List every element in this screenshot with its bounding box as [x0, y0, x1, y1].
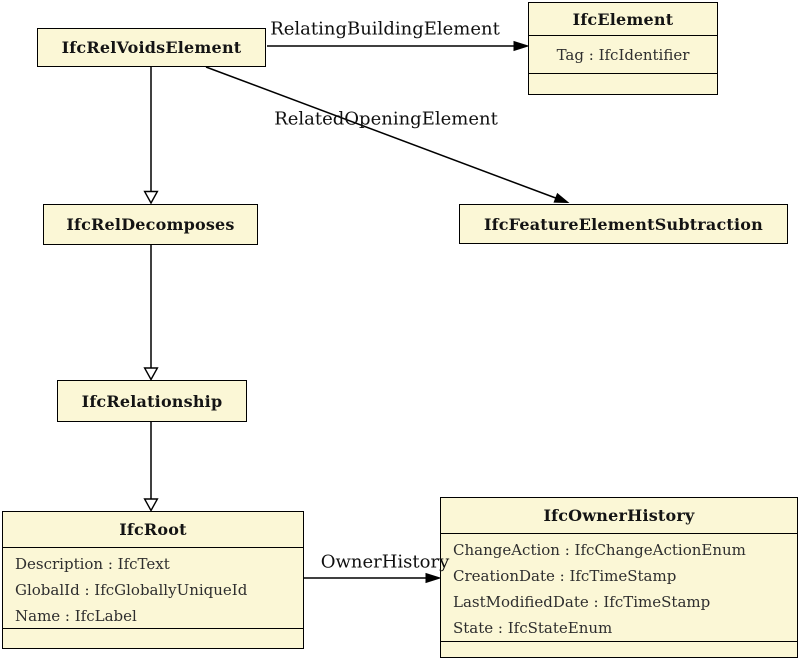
attribute: CreationDate : IfcTimeStamp — [453, 567, 677, 585]
class-operations-empty — [3, 628, 303, 648]
edge-generalization-reldecomposes-to-relationship — [143, 245, 159, 381]
class-title: IfcElement — [572, 9, 674, 29]
attribute: ChangeAction : IfcChangeActionEnum — [453, 541, 746, 559]
class-title: IfcRelDecomposes — [66, 215, 235, 234]
class-ifcelement[interactable]: IfcElement Tag : IfcIdentifier — [528, 2, 718, 95]
edge-label-related-opening-element: RelatedOpeningElement — [274, 108, 498, 130]
edge-generalization-relationship-to-root — [143, 422, 159, 512]
class-attributes: Tag : IfcIdentifier — [529, 35, 717, 73]
edge-relating-building-element — [267, 40, 530, 52]
class-operations-empty — [529, 73, 717, 94]
class-ifcrelationship[interactable]: IfcRelationship — [57, 380, 247, 422]
edge-related-opening-element — [205, 66, 570, 204]
attribute: GlobalId : IfcGloballyUniqueId — [15, 581, 248, 599]
edge-label-relating-building-element: RelatingBuildingElement — [270, 18, 500, 40]
edge-label-owner-history: OwnerHistory — [320, 551, 450, 573]
attribute: LastModifiedDate : IfcTimeStamp — [453, 593, 711, 611]
class-operations-empty — [441, 641, 797, 657]
class-title: IfcRoot — [119, 520, 187, 539]
class-ifcroot[interactable]: IfcRoot Description : IfcText GlobalId :… — [2, 511, 304, 649]
attribute: State : IfcStateEnum — [453, 619, 613, 637]
class-attributes: ChangeAction : IfcChangeActionEnum Creat… — [441, 533, 797, 641]
class-attributes: Description : IfcText GlobalId : IfcGlob… — [3, 547, 303, 628]
attribute: Description : IfcText — [15, 555, 170, 573]
attribute: Tag : IfcIdentifier — [556, 45, 690, 64]
class-title: IfcOwnerHistory — [543, 506, 695, 525]
class-ifcfeatureelementsubtraction[interactable]: IfcFeatureElementSubtraction — [459, 204, 788, 244]
edge-owner-history — [304, 572, 442, 584]
attribute: Name : IfcLabel — [15, 607, 137, 625]
class-title: IfcRelVoidsElement — [61, 38, 242, 57]
class-ifcrelvoidselement[interactable]: IfcRelVoidsElement — [37, 28, 266, 67]
class-ifcreldecomposes[interactable]: IfcRelDecomposes — [43, 204, 258, 245]
class-ifcownerhistory[interactable]: IfcOwnerHistory ChangeAction : IfcChange… — [440, 497, 798, 658]
class-title: IfcFeatureElementSubtraction — [483, 214, 764, 234]
edge-generalization-relvoids-to-reldecomposes — [143, 67, 159, 205]
class-title: IfcRelationship — [81, 391, 223, 411]
